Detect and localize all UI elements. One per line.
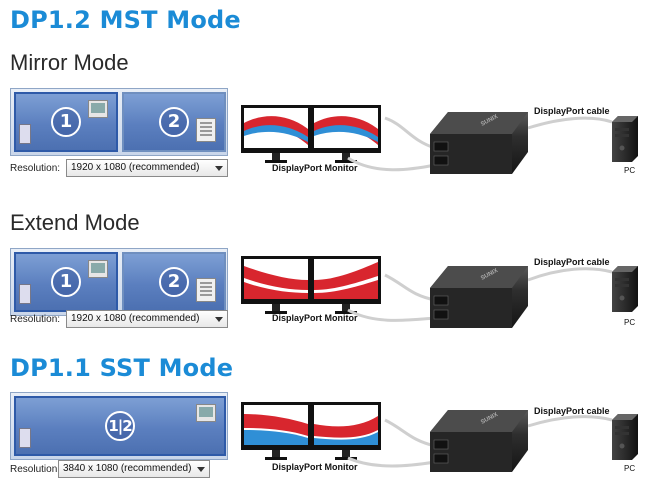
mirror-display-1[interactable]: 1 bbox=[14, 92, 118, 152]
sst-display-arrangement: 1|2 bbox=[10, 392, 228, 460]
extend-resolution-label: Resolution: bbox=[10, 314, 61, 325]
extend-monitor-label: DisplayPort Monitor bbox=[272, 313, 358, 323]
chevron-down-icon bbox=[215, 317, 223, 322]
tower-icon bbox=[19, 428, 31, 448]
display-2-number: 2 bbox=[159, 107, 189, 137]
display-1-number: 1 bbox=[51, 267, 81, 297]
monitor-icon bbox=[88, 260, 108, 278]
sst-resolution-select[interactable]: 3840 x 1080 (recommended) bbox=[58, 460, 210, 478]
sst-monitors bbox=[241, 402, 381, 460]
extend-mode-heading: Extend Mode bbox=[10, 210, 140, 235]
sst-resolution-value: 3840 x 1080 (recommended) bbox=[63, 463, 192, 474]
sst-pc-label: PC bbox=[624, 464, 636, 473]
mirror-pc-label: PC bbox=[624, 166, 636, 175]
chevron-down-icon bbox=[197, 467, 205, 472]
extend-pc bbox=[612, 266, 638, 312]
tower-icon bbox=[19, 124, 31, 144]
mirror-mode-heading: Mirror Mode bbox=[10, 50, 129, 75]
mirror-resolution-label: Resolution: bbox=[10, 163, 61, 174]
mirror-pc bbox=[612, 116, 638, 162]
mirror-resolution-value: 1920 x 1080 (recommended) bbox=[71, 162, 200, 173]
sst-monitor-label: DisplayPort Monitor bbox=[272, 462, 358, 472]
tower-icon bbox=[19, 284, 31, 304]
sst-combined-display[interactable]: 1|2 bbox=[14, 396, 226, 456]
chevron-down-icon bbox=[215, 166, 223, 171]
extend-monitors bbox=[241, 256, 381, 314]
mirror-display-2[interactable]: 2 bbox=[122, 92, 226, 152]
extend-mst-hub bbox=[429, 265, 529, 329]
keypad-icon bbox=[196, 278, 216, 302]
sst-resolution-label: Resolution: bbox=[10, 464, 61, 475]
mirror-cables bbox=[347, 116, 613, 172]
mirror-display-arrangement: 1 2 bbox=[10, 88, 228, 156]
extend-cable-label: DisplayPort cable bbox=[534, 257, 610, 267]
mirror-mst-hub bbox=[429, 111, 529, 175]
sst-cable-label: DisplayPort cable bbox=[534, 406, 610, 416]
sst-hub bbox=[429, 409, 529, 473]
extend-pc-label: PC bbox=[624, 318, 636, 327]
mirror-monitor-label: DisplayPort Monitor bbox=[272, 163, 358, 173]
mirror-cable-label: DisplayPort cable bbox=[534, 106, 610, 116]
display-1-number: 1 bbox=[51, 107, 81, 137]
keypad-icon bbox=[196, 118, 216, 142]
extend-cables bbox=[347, 267, 613, 322]
extend-resolution-select[interactable]: 1920 x 1080 (recommended) bbox=[66, 310, 228, 328]
monitor-icon bbox=[88, 100, 108, 118]
display-1-2-number: 1|2 bbox=[105, 411, 135, 441]
extend-resolution-value: 1920 x 1080 (recommended) bbox=[71, 313, 200, 324]
monitor-icon bbox=[196, 404, 216, 422]
sst-cables bbox=[347, 415, 613, 468]
display-2-number: 2 bbox=[159, 267, 189, 297]
mirror-resolution-select[interactable]: 1920 x 1080 (recommended) bbox=[66, 159, 228, 177]
sst-mode-title: DP1.1 SST Mode bbox=[10, 354, 234, 382]
sst-pc bbox=[612, 414, 638, 460]
mst-mode-title: DP1.2 MST Mode bbox=[10, 6, 241, 34]
mirror-monitors bbox=[241, 105, 381, 163]
